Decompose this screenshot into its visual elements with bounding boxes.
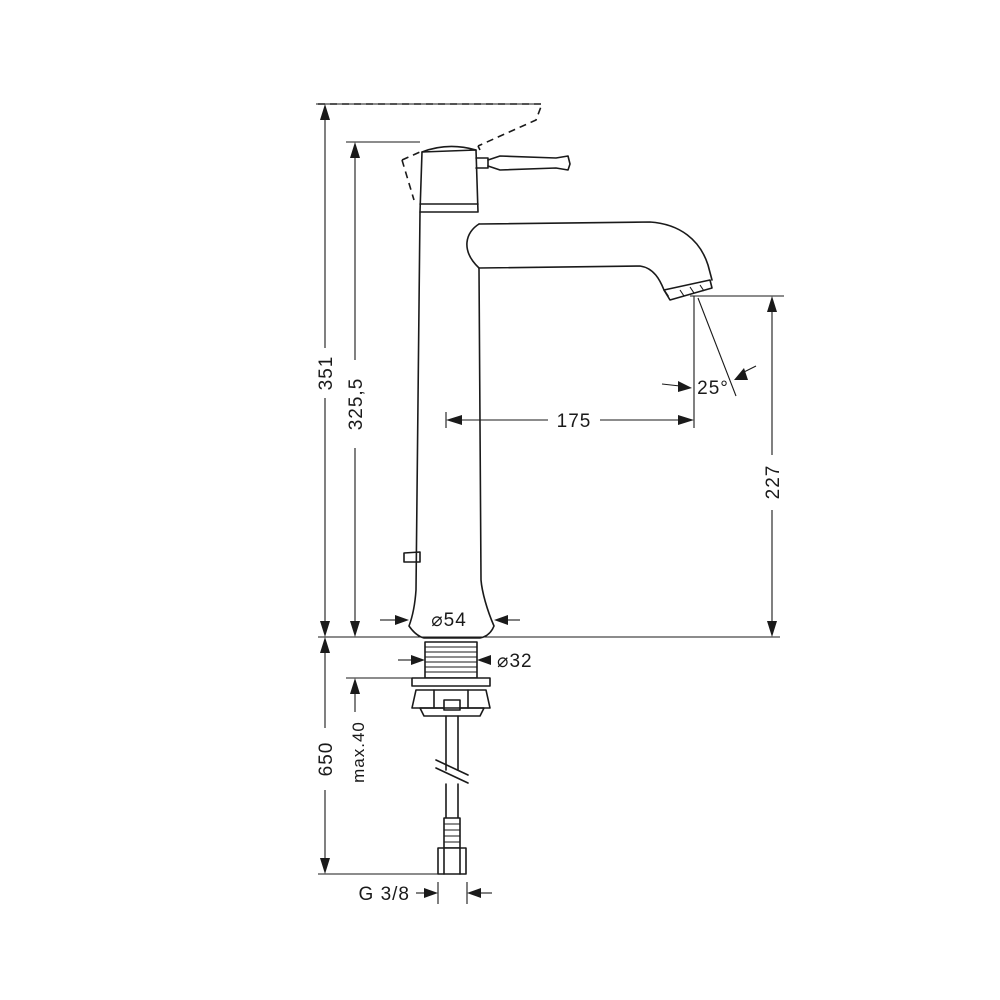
dimension-spout-height <box>767 296 777 637</box>
label-hose-length: 650 <box>316 742 337 777</box>
label-spout-reach: 175 <box>557 411 592 432</box>
extension-lines <box>316 103 784 904</box>
faucet-outline <box>403 145 713 639</box>
dimension-counter-max <box>350 678 360 712</box>
label-base-diameter: ⌀54 <box>431 610 467 631</box>
dimension-spray-angle <box>661 365 757 392</box>
label-connection-thread: G 3/8 <box>359 884 410 905</box>
dimension-hose-length <box>320 637 330 874</box>
label-counter-max: max.40 <box>349 721 368 783</box>
mounting-hardware <box>411 641 491 875</box>
label-total-height: 351 <box>316 356 337 391</box>
dimension-shank-diameter <box>398 655 491 665</box>
label-shank-diameter: ⌀32 <box>497 651 533 672</box>
dimension-lever-height <box>350 142 360 637</box>
dimension-base-diameter <box>380 615 520 625</box>
label-spout-height: 227 <box>763 465 784 500</box>
dimension-total-height <box>320 104 330 637</box>
dimension-spout-reach <box>446 415 694 425</box>
label-lever-height: 325,5 <box>346 378 367 431</box>
label-spray-angle: 25° <box>697 378 729 399</box>
dimension-connection-thread <box>416 888 492 898</box>
